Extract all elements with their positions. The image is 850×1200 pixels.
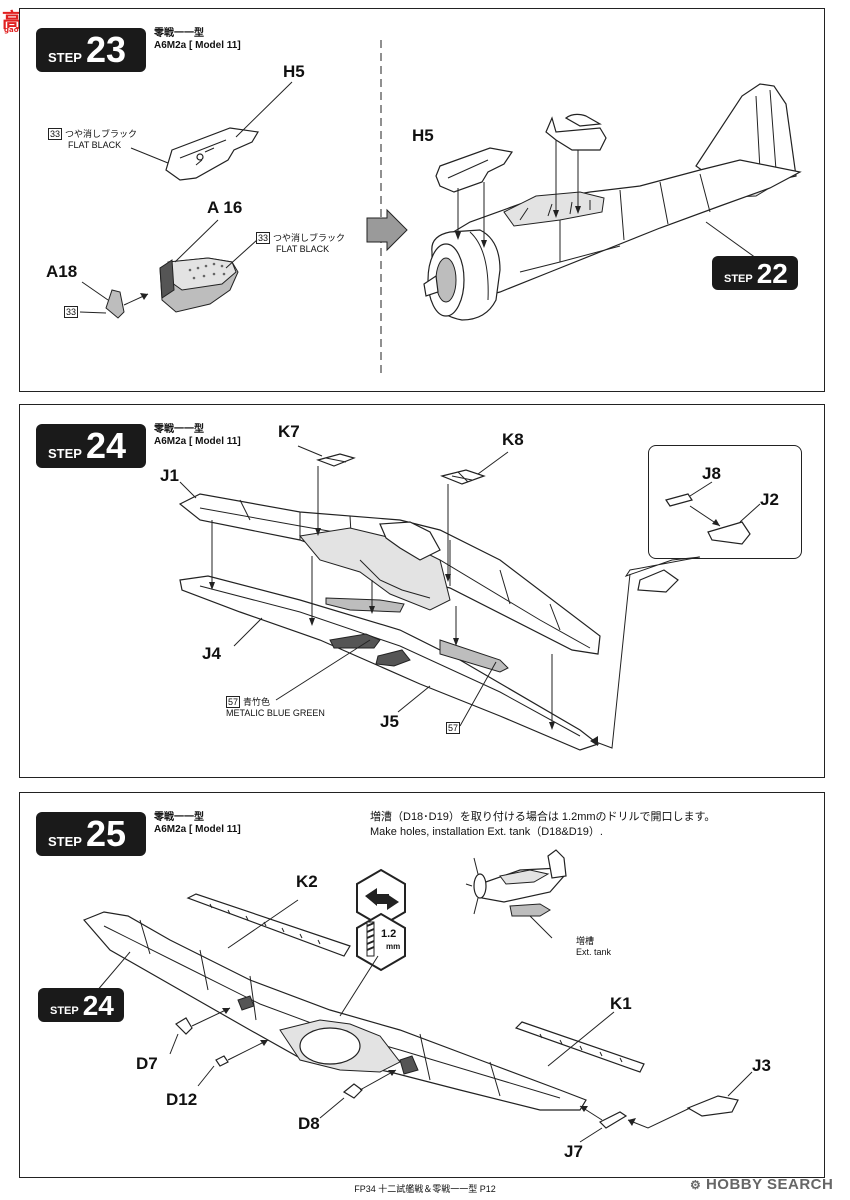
paint-code: 33 bbox=[64, 306, 79, 318]
model-ja: 零戦一一型 bbox=[154, 28, 204, 39]
hobbysearch-logo-icon: ⚙ bbox=[690, 1178, 702, 1192]
drill-note-en: Make holes, installation Ext. tank（D18&D… bbox=[370, 826, 603, 838]
paint-code: 33 bbox=[48, 128, 63, 140]
paint-code: 57 bbox=[446, 722, 461, 734]
part-label-h5: H5 bbox=[283, 62, 305, 81]
part-a18-shape bbox=[105, 289, 125, 319]
step-number: 24 bbox=[82, 990, 114, 1021]
step-number: 22 bbox=[756, 258, 788, 289]
part-label-j8: J8 bbox=[702, 464, 721, 483]
step-word: STEP bbox=[48, 50, 82, 65]
part-label-j3: J3 bbox=[752, 1056, 771, 1075]
drill-size-value: 1.2 bbox=[381, 928, 397, 940]
part-label-k1: K1 bbox=[610, 994, 632, 1013]
paint-ja: つや消しブラック bbox=[273, 233, 346, 243]
model-label: 零戦一一型 A6M2a [ Model 11] bbox=[154, 28, 241, 52]
step-24-ref-badge: STEP 24 bbox=[38, 988, 124, 1022]
step-23-flow-arrow bbox=[366, 208, 408, 252]
step-24-drawing bbox=[178, 445, 761, 751]
step-23-plane-drawing bbox=[423, 83, 802, 321]
watermark-bottom-text: HOBBY SEARCH bbox=[705, 1176, 834, 1193]
part-label-k7: K7 bbox=[278, 422, 300, 441]
paint-code: 57 bbox=[226, 696, 241, 708]
part-label-j7: J7 bbox=[564, 1142, 583, 1161]
part-label-d7: D7 bbox=[136, 1054, 158, 1073]
paint-en: METALIC BLUE GREEN bbox=[226, 708, 325, 718]
part-label-d8: D8 bbox=[298, 1114, 320, 1133]
model-label: 零戦一一型 A6M2a [ Model 11] bbox=[154, 424, 241, 448]
step-number: 24 bbox=[85, 425, 127, 466]
paint-en: FLAT BLACK bbox=[68, 140, 122, 150]
step-22-ref-badge: STEP 22 bbox=[712, 256, 798, 290]
step-word: STEP bbox=[50, 1005, 79, 1017]
part-label-j4: J4 bbox=[202, 644, 221, 663]
model-en: A6M2a [ Model 11] bbox=[154, 824, 241, 835]
paint-ja: 青竹色 bbox=[243, 697, 271, 707]
model-en: A6M2a [ Model 11] bbox=[154, 436, 241, 447]
paint-callout-3: 33 bbox=[64, 306, 81, 318]
part-label-k2: K2 bbox=[296, 872, 318, 891]
page-footer: FP34 十二試艦戦＆零戦一一型 P12 bbox=[354, 1184, 496, 1194]
part-label-j2: J2 bbox=[760, 490, 779, 509]
part-h5-installed-shape bbox=[435, 147, 514, 193]
part-h5-shape bbox=[165, 127, 259, 181]
drill-note-ja: 増漕（D18･D19）を取り付ける場合は 1.2mmのドリルで開口します。 bbox=[370, 811, 716, 823]
step-25-panel bbox=[19, 792, 825, 1178]
ext-tank-en: Ext. tank bbox=[576, 947, 612, 957]
paint-en: FLAT BLACK bbox=[276, 244, 330, 254]
part-label-a18: A18 bbox=[46, 262, 78, 281]
part-label-h5-installed: H5 bbox=[412, 126, 434, 145]
step-24-badge: STEP 24 bbox=[36, 424, 146, 468]
drill-note: 増漕（D18･D19）を取り付ける場合は 1.2mmのドリルで開口します。 Ma… bbox=[370, 810, 810, 840]
step-number: 25 bbox=[85, 813, 127, 854]
paint-code: 33 bbox=[256, 232, 271, 244]
part-headrest-shape bbox=[545, 113, 607, 151]
step-23-parts-drawing bbox=[79, 81, 293, 319]
part-label-a16: A 16 bbox=[207, 198, 243, 217]
ext-tank-label: 増槽 Ext. tank bbox=[576, 936, 611, 958]
watermark-bottom: ⚙ HOBBY SEARCH bbox=[690, 1176, 833, 1193]
paint-callout-57b: 57 bbox=[446, 722, 463, 734]
step-23-divider bbox=[380, 40, 382, 378]
step-number: 23 bbox=[85, 29, 127, 70]
part-label-k8: K8 bbox=[502, 430, 524, 449]
model-ja: 零戦一一型 bbox=[154, 424, 204, 435]
model-label: 零戦一一型 A6M2a [ Model 11] bbox=[154, 812, 241, 836]
ext-tank-ja: 増槽 bbox=[576, 936, 595, 946]
model-ja: 零戦一一型 bbox=[154, 812, 204, 823]
part-label-j1: J1 bbox=[160, 466, 179, 485]
paint-ja: つや消しブラック bbox=[65, 129, 138, 139]
step-25-badge: STEP 25 bbox=[36, 812, 146, 856]
step-23-badge: STEP 23 bbox=[36, 28, 146, 72]
part-label-d12: D12 bbox=[166, 1090, 198, 1109]
step-word: STEP bbox=[48, 834, 82, 849]
part-a16-shape bbox=[159, 257, 239, 313]
drill-size-unit: mm bbox=[386, 942, 401, 951]
drill-icons bbox=[356, 868, 406, 972]
part-label-j5: J5 bbox=[380, 712, 399, 731]
step-word: STEP bbox=[724, 273, 753, 285]
model-en: A6M2a [ Model 11] bbox=[154, 40, 241, 51]
step-word: STEP bbox=[48, 446, 82, 461]
